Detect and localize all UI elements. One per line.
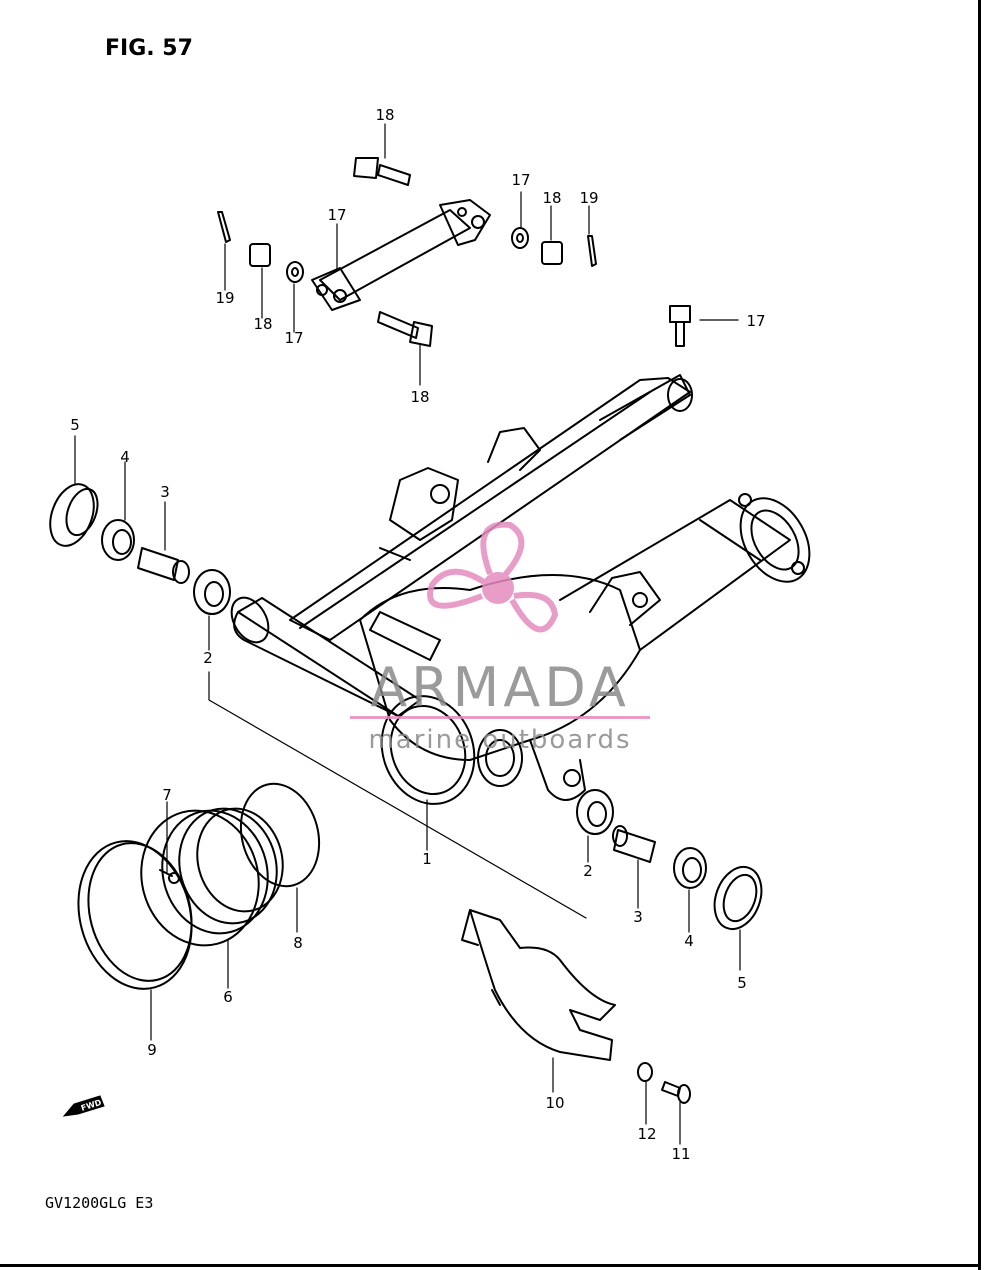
bearing-2-right bbox=[576, 789, 614, 835]
callout-2-right: 2 bbox=[583, 862, 593, 880]
cotter-pin-19-left bbox=[217, 211, 231, 243]
screw-7 bbox=[159, 869, 180, 884]
callout-17-left-label: 17 bbox=[284, 329, 303, 347]
bolt-15 bbox=[377, 311, 433, 347]
callout-17-right-label: 17 bbox=[511, 171, 530, 189]
callout-5-left: 5 bbox=[70, 416, 80, 434]
callout-12: 12 bbox=[637, 1125, 656, 1143]
fwd-label: FWD bbox=[80, 1098, 103, 1113]
frame-border-right bbox=[978, 0, 981, 1270]
callout-11: 11 bbox=[671, 1145, 690, 1163]
lock-nut-4-left bbox=[101, 519, 135, 561]
callout-4-left: 4 bbox=[120, 448, 130, 466]
callout-3-left: 3 bbox=[160, 483, 170, 501]
torque-rod bbox=[311, 199, 491, 311]
callout-10: 10 bbox=[545, 1094, 564, 1112]
washer-12 bbox=[637, 1062, 653, 1082]
pivot-shaft-3-left bbox=[137, 547, 190, 584]
bearing-2-left bbox=[193, 569, 231, 615]
callout-16: 18 bbox=[375, 106, 394, 124]
callout-13: 17 bbox=[746, 312, 765, 330]
callout-19-right-label: 19 bbox=[579, 189, 598, 207]
callout-7: 7 bbox=[162, 786, 172, 804]
callout-14: 17 bbox=[327, 206, 346, 224]
lock-nut-4-right bbox=[673, 847, 707, 889]
cotter-pin-19-right bbox=[587, 235, 597, 267]
washer-17-right bbox=[511, 227, 529, 249]
callout-3-right: 3 bbox=[633, 908, 643, 926]
frame-border-bottom bbox=[0, 1264, 981, 1267]
callout-4-right: 4 bbox=[684, 932, 694, 950]
callout-18-right-label: 18 bbox=[542, 189, 561, 207]
watermark-tagline: marine outboards bbox=[368, 725, 631, 755]
guard-10 bbox=[461, 909, 616, 1061]
callout-9: 9 bbox=[147, 1041, 157, 1059]
leader-lines bbox=[74, 123, 741, 1145]
bolt-13 bbox=[669, 305, 691, 347]
seal-cap-5-right bbox=[713, 866, 763, 930]
castle-nut-18-right bbox=[541, 241, 563, 265]
watermark-brand: ARMADA bbox=[370, 656, 630, 719]
boot-6 bbox=[140, 807, 284, 947]
callout-15: 18 bbox=[410, 388, 429, 406]
bolt-11 bbox=[661, 1081, 691, 1104]
seal-cap-5-left bbox=[49, 483, 99, 547]
callout-6: 6 bbox=[223, 988, 233, 1006]
callout-19-left: 19 bbox=[215, 289, 234, 307]
callout-5-right: 5 bbox=[737, 974, 747, 992]
model-code: GV1200GLG E3 bbox=[45, 1194, 154, 1212]
callout-numbers: 18 17 18 17 19 18 19 18 17 17 17 18 19 5… bbox=[70, 106, 765, 1163]
washer-17-left bbox=[286, 261, 304, 283]
pivot-shaft-3-right bbox=[612, 825, 656, 863]
callout-18-left-label: 18 bbox=[253, 315, 272, 333]
callout-8: 8 bbox=[293, 934, 303, 952]
swingarm bbox=[230, 374, 811, 805]
clamp-9 bbox=[77, 840, 193, 990]
callout-2-left: 2 bbox=[203, 649, 213, 667]
castle-nut-18-left bbox=[249, 243, 271, 267]
fwd-arrow-icon: FWD bbox=[62, 1095, 105, 1117]
armada-watermark: ARMADA marine outboards bbox=[350, 521, 650, 755]
ring-8 bbox=[239, 782, 321, 888]
propeller-logo-icon bbox=[427, 521, 559, 633]
figure-title: FIG. 57 bbox=[105, 36, 193, 61]
bolt-16 bbox=[353, 157, 411, 186]
callout-1: 1 bbox=[422, 850, 432, 868]
